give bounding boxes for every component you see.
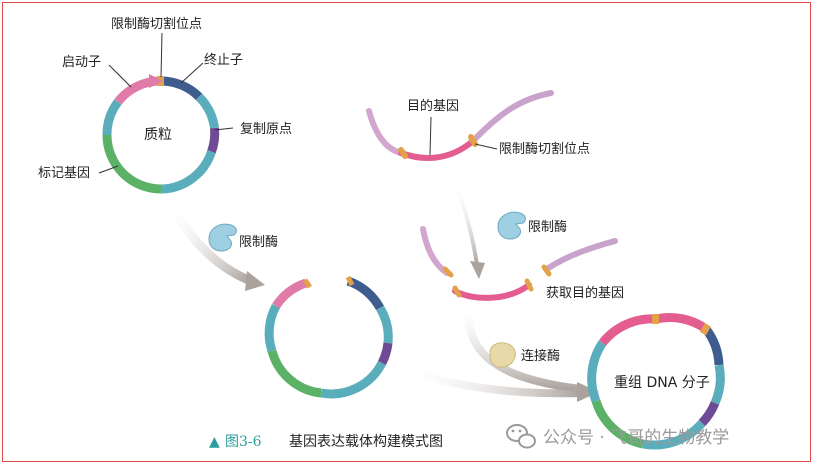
plasmid-segment-teal-bottom	[160, 150, 216, 194]
callout-origin	[214, 127, 234, 131]
figure-frame: 质粒 限制酶切割位点 启动子 终止子 复制原点 标记基因 目的基因 限制酶切割位…	[2, 2, 811, 462]
watermark-text: 公众号 · 飞哥的生物教学	[543, 428, 729, 448]
obtain-target-gene-label: 获取目的基因	[546, 285, 624, 301]
scissor-enzyme-icon-1	[208, 223, 237, 252]
recombinant-segment-purple	[698, 401, 720, 427]
arrow-cutplasmid-to-recombinant	[391, 363, 585, 398]
origin-label: 复制原点	[240, 122, 292, 137]
restriction-site-label-top: 限制酶切割位点	[111, 16, 202, 32]
recombinant-junction-left	[652, 314, 659, 324]
recombinant-dna-label: 重组 DNA 分子	[614, 375, 710, 391]
cut-plasmid	[264, 275, 393, 399]
promoter-arrowhead	[149, 74, 163, 88]
recombinant-segment-green	[591, 399, 645, 449]
recombinant-segment-teal-right	[710, 364, 725, 405]
plasmid-segment-teal-right	[195, 93, 219, 129]
callout-restriction-site-right	[474, 143, 498, 150]
arrow-gene-to-cut	[453, 179, 479, 267]
recombinant-segment-teal-left	[587, 340, 607, 403]
caption-title: 基因表达载体构建模式图	[289, 433, 443, 450]
flow-arrows	[164, 179, 599, 402]
cut-plasmid-navy	[346, 276, 384, 311]
plasmid-segment-green	[102, 134, 162, 194]
plasmid-label: 质粒	[144, 127, 172, 143]
plasmid-segment-teal-left	[102, 99, 122, 136]
cut-plasmid-teal-bottom	[320, 360, 387, 399]
ligase-icon	[489, 342, 516, 368]
cut-plasmid-pink	[272, 278, 308, 309]
recombinant-plasmid	[587, 312, 725, 450]
terminator-label: 终止子	[204, 52, 243, 68]
dna-right-flank	[470, 90, 554, 144]
dna-strand	[366, 90, 554, 161]
cut-plasmid-purple	[377, 342, 393, 366]
cut-plasmid-green	[267, 349, 322, 398]
target-gene-label: 目的基因	[407, 98, 459, 114]
recombinant-segment-navy	[702, 326, 724, 366]
arrow-gene-to-recombinant	[464, 299, 585, 393]
ligase-label: 连接酶	[521, 348, 560, 364]
cut-left-flank-end	[442, 266, 454, 278]
plasmid-segment-purple	[207, 127, 220, 154]
arrow-head-2	[470, 261, 485, 279]
callout-terminator	[180, 62, 204, 84]
cut-plasmid-teal-left	[264, 303, 281, 353]
plasmid-segment-navy	[160, 76, 203, 101]
arrow-head-1	[245, 271, 265, 291]
enzyme-label-1: 限制酶	[239, 234, 278, 250]
dna-cut-site-left	[398, 147, 408, 159]
cut-gene-fragments	[420, 226, 618, 301]
callout-promoter	[108, 64, 132, 88]
arrow-head-3	[577, 382, 599, 402]
cut-right-flank	[544, 238, 618, 272]
callout-restriction-site	[160, 32, 163, 78]
diagram-canvas: 质粒 限制酶切割位点 启动子 终止子 复制原点 标记基因 目的基因 限制酶切割位…	[38, 16, 729, 450]
dna-target-gene	[398, 138, 476, 161]
cut-gene-end-right	[524, 278, 534, 292]
caption-number: 图3-6	[225, 434, 262, 450]
cut-gene-end-left	[452, 285, 462, 298]
recombinant-segment-pink	[598, 314, 657, 346]
marker-gene-label: 标记基因	[38, 166, 90, 181]
arrow-plasmid-to-cut	[164, 198, 256, 286]
dna-left-flank	[366, 108, 404, 156]
watermark: 公众号 · 飞哥的生物教学	[506, 424, 729, 449]
cut-plasmid-sticky-end-left	[302, 278, 313, 289]
recombinant-segment-pink-2	[655, 312, 709, 333]
enzyme-label-2: 限制酶	[528, 219, 567, 235]
plasmid-callouts	[98, 32, 234, 174]
dna-cut-site-right	[468, 134, 478, 147]
recombinant-junction-right	[699, 323, 711, 336]
promoter-label: 启动子	[62, 55, 101, 70]
cut-target-gene	[452, 282, 532, 301]
figure-caption: ▲ 图3-6 基因表达载体构建模式图	[209, 433, 443, 450]
caption-marker: ▲	[209, 434, 220, 450]
recombinant-segment-teal-bottom	[642, 419, 706, 450]
callout-target-gene	[429, 116, 432, 156]
cut-left-flank	[420, 226, 450, 276]
callout-marker	[98, 165, 119, 174]
scissor-enzyme-icon-2	[497, 211, 526, 240]
cut-plasmid-teal-right	[376, 305, 393, 344]
plasmid: 质粒	[102, 74, 220, 194]
cut-plasmid-sticky-end-right	[345, 275, 355, 287]
cut-right-flank-end	[541, 264, 552, 277]
wechat-icon	[506, 424, 536, 449]
restriction-site-label-right: 限制酶切割位点	[499, 141, 590, 157]
